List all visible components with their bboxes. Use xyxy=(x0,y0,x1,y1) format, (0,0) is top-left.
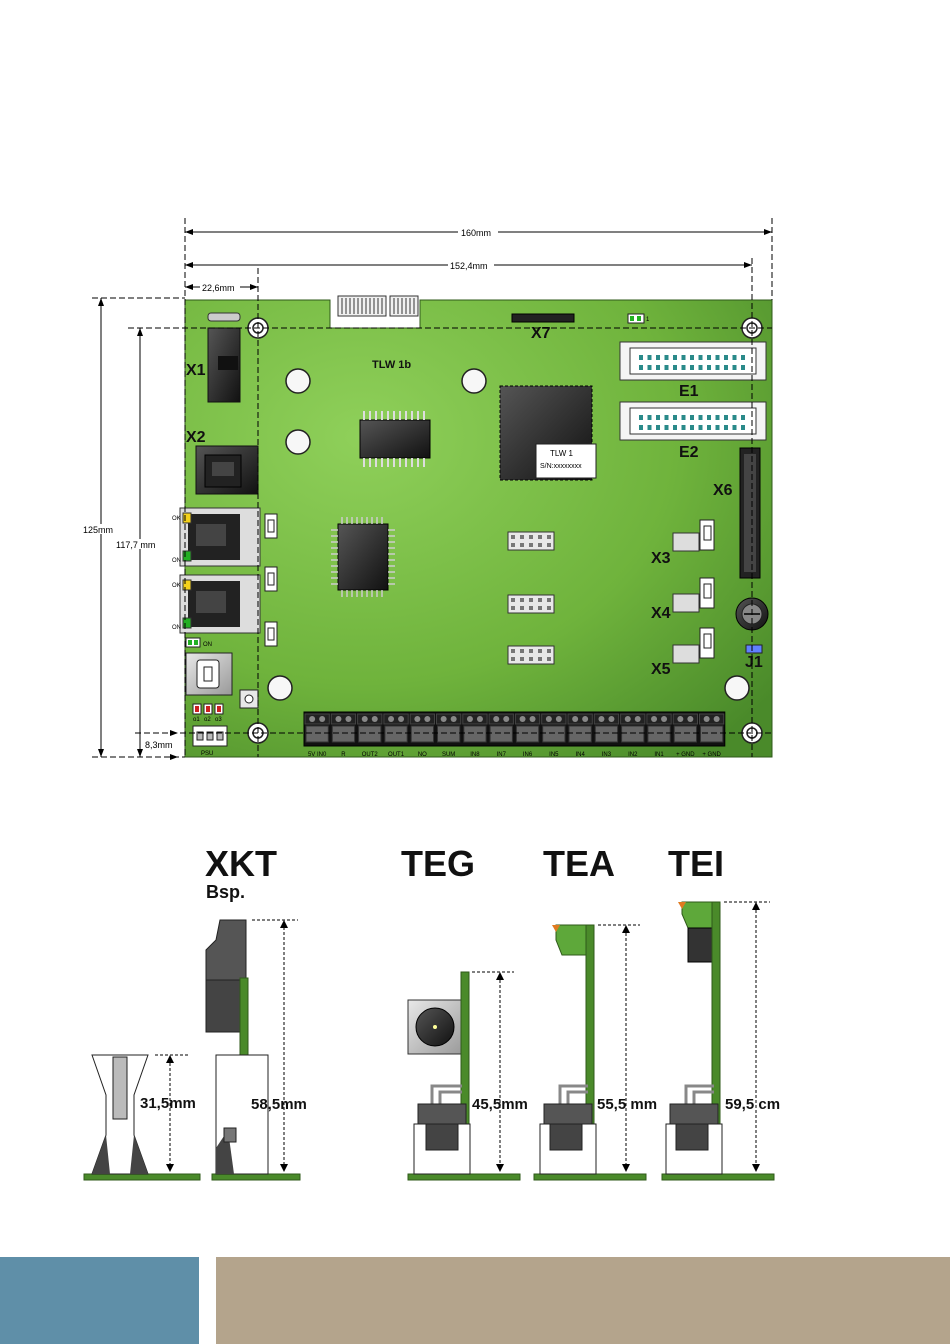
connector-e2 xyxy=(620,402,766,440)
dim-45mm: 45,5mm xyxy=(472,1096,528,1113)
terminal-label: OUT2 xyxy=(362,752,379,758)
chip-label-1: TLW 1 xyxy=(550,449,574,458)
connector-x6 xyxy=(740,448,760,578)
led-label-o3: o3 xyxy=(215,717,222,723)
connector-e1 xyxy=(620,342,766,380)
dim-xkt-small xyxy=(155,1055,190,1170)
terminal-label: R xyxy=(341,752,346,758)
dim-125mm: 125mm xyxy=(83,525,113,535)
label-x4: X4 xyxy=(651,605,671,622)
chip-label-2: S/N:xxxxxxxx xyxy=(540,463,582,470)
terminal-label: NO xyxy=(418,752,427,758)
footer-left-bar xyxy=(0,1257,199,1344)
tea-assembly xyxy=(540,925,596,1174)
dim-58mm: 58,5mm xyxy=(251,1096,307,1113)
dim-22mm: 22,6mm xyxy=(202,283,235,293)
base-plates xyxy=(84,1174,774,1180)
dim-152mm: 152,4mm xyxy=(450,261,488,271)
terminal-label: 5V IN0 xyxy=(308,752,327,758)
rj-led-label-2: ON xyxy=(172,558,181,564)
led-label-o2: o2 xyxy=(204,717,211,723)
dim-tei xyxy=(724,902,770,1170)
dim-117mm: 117,7 mm xyxy=(116,540,155,550)
xkt-large-terminal xyxy=(206,920,268,1174)
terminal-label: OUT1 xyxy=(388,752,405,758)
dim-59cm: 59,5 cm xyxy=(725,1096,780,1113)
green-led-label: ON xyxy=(203,642,212,648)
psu-label: PSU xyxy=(201,751,213,757)
tei-assembly xyxy=(666,902,722,1174)
title-teg: TEG xyxy=(401,843,475,884)
terminal-label: SUM xyxy=(442,752,455,758)
dim-31mm: 31,5mm xyxy=(140,1095,196,1112)
qfp-chip xyxy=(331,517,395,597)
footer-right-bar xyxy=(216,1257,950,1344)
led-label-o1: o1 xyxy=(193,717,200,723)
connector-x2 xyxy=(196,446,258,494)
terminal-label: + GND xyxy=(702,752,721,758)
dim-8mm: 8,3mm xyxy=(145,740,173,750)
terminal-label: IN5 xyxy=(549,752,559,758)
usb-port xyxy=(186,653,232,695)
terminal-label: IN8 xyxy=(470,752,480,758)
dim-160mm: 160mm xyxy=(461,228,491,238)
rj45-port-1 xyxy=(180,508,260,566)
label-x2: X2 xyxy=(186,429,206,446)
label-x1: X1 xyxy=(186,362,206,379)
psu-connector xyxy=(193,726,227,746)
x7-led xyxy=(628,314,644,323)
label-e2: E2 xyxy=(679,444,699,461)
title-tei: TEI xyxy=(668,843,724,884)
label-j1: J1 xyxy=(745,654,763,671)
terminal-label: IN3 xyxy=(602,752,612,758)
dim-tea xyxy=(598,925,640,1170)
board-name: TLW 1b xyxy=(372,359,411,371)
rj45-port-2 xyxy=(180,575,260,633)
title-tea: TEA xyxy=(543,843,615,884)
rj-led-label-4: ON xyxy=(172,625,181,631)
label-x5: X5 xyxy=(651,661,671,678)
terminal-label: IN7 xyxy=(497,752,507,758)
subtitle-bsp: Bsp. xyxy=(206,882,245,902)
terminal-label: + GND xyxy=(676,752,695,758)
status-led xyxy=(186,638,200,647)
led-group xyxy=(193,704,223,714)
label-x3: X3 xyxy=(651,550,671,567)
xkt-small-terminal xyxy=(92,1055,148,1174)
terminal-label: IN4 xyxy=(575,752,585,758)
terminal-label: IN1 xyxy=(654,752,664,758)
jumper-j1 xyxy=(746,645,762,653)
terminal-label: IN6 xyxy=(523,752,533,758)
terminal-label: IN2 xyxy=(628,752,638,758)
label-x6: X6 xyxy=(713,482,733,499)
dim-teg xyxy=(472,972,514,1170)
title-xkt: XKT xyxy=(205,843,277,884)
connector-x7 xyxy=(512,314,574,322)
label-e1: E1 xyxy=(679,383,699,400)
dim-55mm: 55,5 mm xyxy=(597,1096,657,1113)
rj-led-label-1: OK xyxy=(172,516,181,522)
teg-assembly xyxy=(408,972,470,1174)
rj-led-label-3: OK xyxy=(172,583,181,589)
jumper-blocks xyxy=(265,514,277,646)
